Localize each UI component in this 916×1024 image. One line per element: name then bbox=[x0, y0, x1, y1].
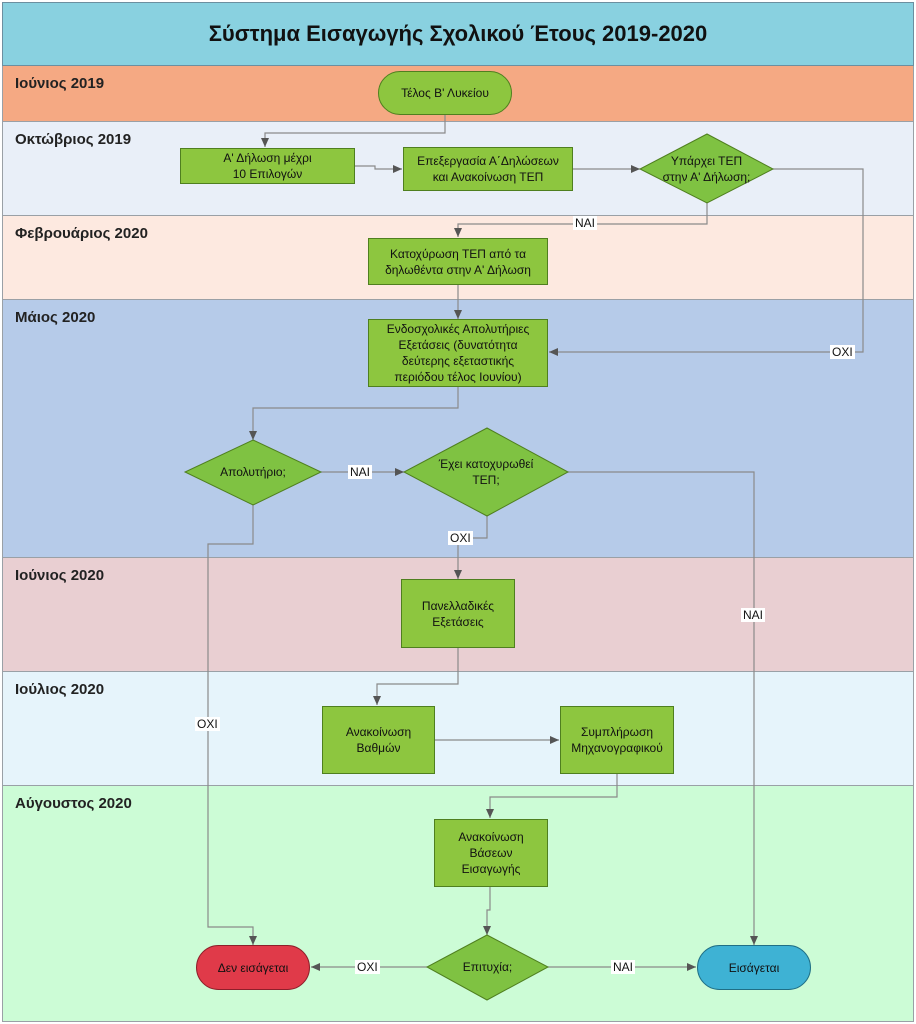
edge-label-success-no: ΟΧΙ bbox=[355, 960, 380, 974]
panhellenic-node: Πανελλαδικές Εξετάσεις bbox=[401, 579, 515, 648]
start-label: Τέλος Β' Λυκείου bbox=[401, 86, 489, 100]
process-a-node: Επεξεργασία Α΄Δηλώσεων και Ανακοίνωση ΤΕ… bbox=[403, 147, 573, 191]
edge-bases-to-success bbox=[483, 887, 491, 935]
lane-july-2020: Ιούλιος 2020 bbox=[2, 672, 914, 786]
form-fill-label: Συμπλήρωση Μηχανογραφικού bbox=[571, 725, 663, 755]
grades-label: Ανακοίνωση Βαθμών bbox=[345, 725, 412, 755]
lock-tep-node: Κατοχύρωση ΤΕΠ από τα δηλωθέντα στην Α' … bbox=[368, 238, 548, 285]
not-admitted-label: Δεν εισάγεται bbox=[217, 960, 289, 975]
lock-tep-label: Κατοχύρωση ΤΕΠ από τα δηλωθέντα στην Α' … bbox=[385, 246, 531, 277]
edge-exams-to-diploma bbox=[249, 387, 459, 440]
process-a-label: Επεξεργασία Α΄Δηλώσεων και Ανακοίνωση ΤΕ… bbox=[417, 154, 559, 184]
decision-locked-label: Έχει κατοχυρωθεί ΤΕΠ; bbox=[438, 457, 534, 487]
lane-label: Αύγουστος 2020 bbox=[15, 795, 132, 812]
decision-diploma-label: Απολυτήριο; bbox=[220, 465, 286, 479]
panhellenic-label: Πανελλαδικές Εξετάσεις bbox=[421, 598, 495, 629]
lane-label: Ιούνιος 2020 bbox=[15, 567, 105, 584]
declaration-a-node: Α' Δήλωση μέχρι 10 Επιλογών bbox=[180, 148, 355, 184]
lane-label: Οκτώβριος 2019 bbox=[15, 131, 132, 148]
school-exams-label: Ενδοσχολικές Απολυτήριες Εξετάσεις (δυνα… bbox=[386, 322, 530, 384]
edge-form-to-bases bbox=[486, 773, 618, 818]
edge-diploma-no bbox=[207, 505, 257, 945]
edge-label-diploma-no: ΟΧΙ bbox=[195, 717, 220, 731]
edge-panhellenic-to-grades bbox=[373, 648, 459, 705]
decision-diploma-shape bbox=[183, 439, 323, 506]
admitted-label: Εισάγεται bbox=[728, 960, 780, 975]
lane-label: Ιούνιος 2019 bbox=[15, 75, 105, 92]
not-admitted-node: Δεν εισάγεται bbox=[196, 945, 310, 990]
bases-node: Ανακοίνωση Βάσεων Εισαγωγής bbox=[434, 819, 548, 887]
edge-label-tep-yes: ΝΑΙ bbox=[573, 216, 598, 230]
admitted-node: Εισάγεται bbox=[697, 945, 811, 990]
decision-locked-shape bbox=[402, 427, 570, 517]
school-exams-node: Ενδοσχολικές Απολυτήριες Εξετάσεις (δυνα… bbox=[368, 319, 548, 387]
decision-success-label: Επιτυχία; bbox=[462, 960, 513, 974]
bases-label: Ανακοίνωση Βάσεων Εισαγωγής bbox=[458, 830, 524, 876]
edge-label-locked-yes: ΝΑΙ bbox=[741, 608, 766, 622]
decision-success-shape bbox=[425, 934, 550, 1001]
decision-tep-shape bbox=[638, 133, 775, 204]
lane-label: Φεβρουάριος 2020 bbox=[15, 225, 148, 242]
edge-label-diploma-yes: ΝΑΙ bbox=[348, 465, 373, 479]
diagram-title: Σύστημα Εισαγωγής Σχολικού Έτους 2019-20… bbox=[208, 21, 708, 46]
declaration-a-label: Α' Δήλωση μέχρι 10 Επιλογών bbox=[223, 151, 312, 181]
edge-declaration-to-process bbox=[355, 165, 402, 173]
edge-label-locked-no: ΟΧΙ bbox=[448, 531, 473, 545]
edge-locked-yes bbox=[568, 471, 758, 945]
title-bar: Σύστημα Εισαγωγής Σχολικού Έτους 2019-20… bbox=[2, 2, 914, 66]
decision-success-node: Επιτυχία; bbox=[427, 957, 548, 977]
edge-label-tep-no: ΟΧΙ bbox=[830, 345, 855, 359]
edge-label-success-yes: ΝΑΙ bbox=[611, 960, 636, 974]
grades-node: Ανακοίνωση Βαθμών bbox=[322, 706, 435, 774]
decision-tep-label: Υπάρχει ΤΕΠ στην Α' Δήλωση; bbox=[662, 154, 751, 184]
lane-label: Ιούλιος 2020 bbox=[15, 681, 105, 698]
edge-locked-no bbox=[454, 516, 488, 579]
lane-label: Μάιος 2020 bbox=[15, 309, 96, 326]
decision-diploma-node: Απολυτήριο; bbox=[185, 462, 321, 482]
edge-tep-no bbox=[549, 168, 864, 356]
decision-locked-node: Έχει κατοχυρωθεί ΤΕΠ; bbox=[404, 452, 568, 492]
form-fill-node: Συμπλήρωση Μηχανογραφικού bbox=[560, 706, 674, 774]
start-node: Τέλος Β' Λυκείου bbox=[378, 71, 512, 115]
edge-start-to-declaration bbox=[261, 115, 446, 147]
decision-tep-node: Υπάρχει ΤΕΠ στην Α' Δήλωση; bbox=[640, 147, 773, 191]
